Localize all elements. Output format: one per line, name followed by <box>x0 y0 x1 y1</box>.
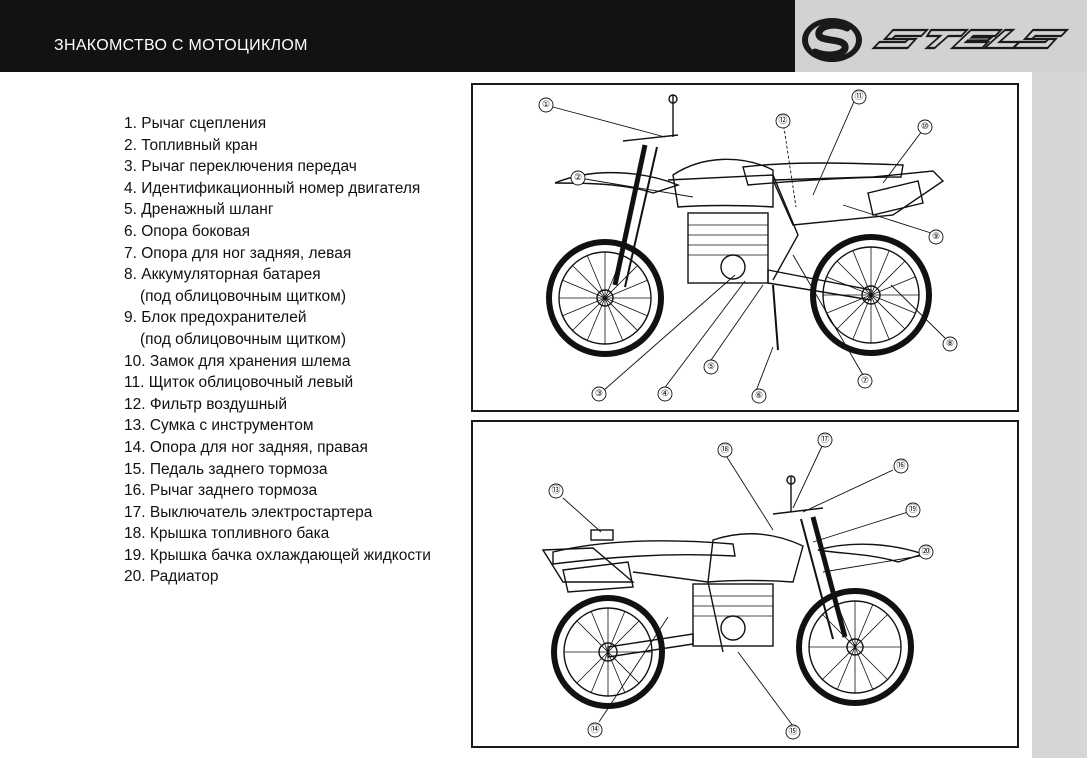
callout-11: ⑪ <box>854 91 863 102</box>
callout-4: ④ <box>661 389 669 399</box>
legend-item: 6. Опора боковая <box>124 222 250 240</box>
legend-item: 8. Аккумуляторная батарея <box>124 266 321 284</box>
motorcycle-left-side-diagram: ① ② ③ ④ ⑤ ⑥ ⑦ ⑧ ⑨ ⑩ ⑪ ⑫ <box>471 83 1019 412</box>
legend-item: 12. Фильтр воздушный <box>124 395 288 413</box>
motorcycle-right-illustration: ⑬ ⑭ ⑮ ⑯ ⑰ ⑱ ⑲ ⑳ <box>541 432 934 740</box>
legend-item-note: (под облицовочным щитком) <box>140 287 346 305</box>
callout-6: ⑥ <box>755 391 763 401</box>
stels-s-emblem <box>802 18 862 62</box>
callout-2: ② <box>574 173 582 183</box>
motorcycle-left-illustration: ① ② ③ ④ ⑤ ⑥ ⑦ ⑧ ⑨ ⑩ ⑪ ⑫ <box>538 89 958 404</box>
legend-item: 1. Рычаг сцепления <box>124 115 267 132</box>
legend-item: 18. Крышка топливного бака <box>124 525 330 543</box>
callout-18: ⑱ <box>720 444 729 455</box>
callout-14: ⑭ <box>590 724 599 735</box>
callout-19: ⑲ <box>908 504 917 515</box>
callout-3: ③ <box>595 389 603 399</box>
page-edge-strip <box>1032 72 1087 758</box>
stels-logo <box>802 18 1070 62</box>
stels-wordmark <box>871 28 1070 50</box>
legend-item-note: (под облицовочным щитком) <box>140 330 346 348</box>
legend-item: 19. Крышка бачка охлаждающей жидкости <box>124 546 431 564</box>
callout-15: ⑮ <box>788 726 797 737</box>
callout-1: ① <box>542 100 550 110</box>
callout-16: ⑯ <box>896 460 905 471</box>
legend-item: 5. Дренажный шланг <box>124 201 274 219</box>
brand-logo-panel <box>795 0 1087 72</box>
legend-item: 3. Рычаг переключения передач <box>124 158 357 176</box>
callout-10: ⑩ <box>921 122 929 132</box>
legend-item: 17. Выключатель электростартера <box>124 503 373 521</box>
callout-12: ⑫ <box>778 115 787 126</box>
legend-item: 15. Педаль заднего тормоза <box>124 460 328 478</box>
callout-5: ⑤ <box>707 362 715 372</box>
page-header: ЗНАКОМСТВО С МОТОЦИКЛОМ <box>0 0 1087 72</box>
callout-13: ⑬ <box>551 485 560 496</box>
legend-item: 7. Опора для ног задняя, левая <box>124 244 352 262</box>
page-title: ЗНАКОМСТВО С МОТОЦИКЛОМ <box>54 37 308 54</box>
legend-item: 13. Сумка с инструментом <box>124 417 314 435</box>
callout-17: ⑰ <box>820 434 829 445</box>
legend-item: 16. Рычаг заднего тормоза <box>124 482 318 500</box>
legend-item: 2. Топливный кран <box>124 136 258 154</box>
motorcycle-right-side-diagram: ⑬ ⑭ ⑮ ⑯ ⑰ ⑱ ⑲ ⑳ <box>471 420 1019 748</box>
legend-item: 4. Идентификационный номер двигателя <box>124 179 421 197</box>
legend-item: 14. Опора для ног задняя, правая <box>124 438 368 456</box>
callout-20: ⑳ <box>921 546 930 557</box>
legend-item: 9. Блок предохранителей <box>124 309 307 327</box>
legend-item: 10. Замок для хранения шлема <box>124 352 351 370</box>
legend-item: 11. Щиток облицовочный левый <box>124 374 354 392</box>
parts-legend: 1. Рычаг сцепления 2. Топливный кран 3. … <box>124 113 431 588</box>
callout-8: ⑧ <box>946 339 954 349</box>
legend-item: 20. Радиатор <box>124 568 219 586</box>
callout-7: ⑦ <box>861 376 869 386</box>
callout-9: ⑨ <box>932 232 940 242</box>
